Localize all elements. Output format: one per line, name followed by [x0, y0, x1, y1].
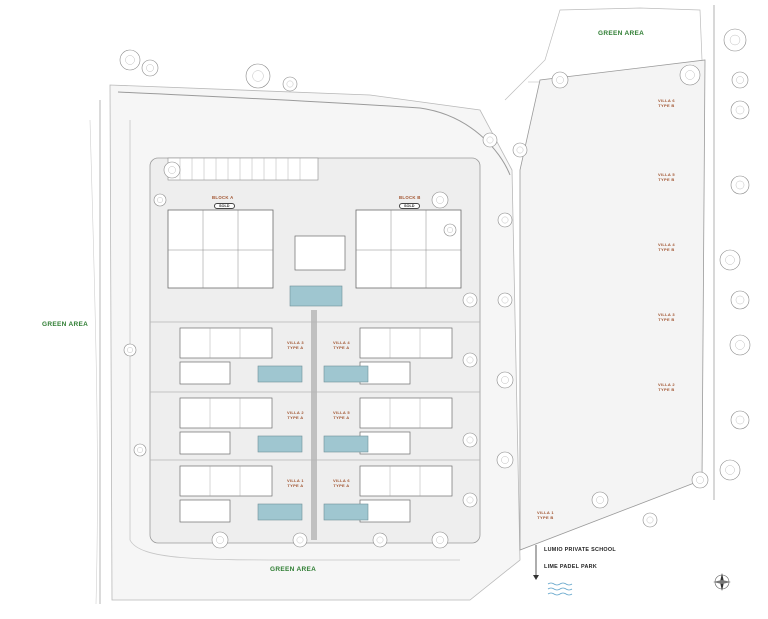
tree-icon [730, 100, 750, 120]
tree-icon [153, 193, 167, 207]
tree-icon [292, 532, 308, 548]
villa-house [150, 391, 480, 455]
tree-icon [431, 191, 449, 209]
tree-icon [282, 76, 298, 92]
villa-pool [257, 435, 303, 453]
tree-icon [497, 212, 513, 228]
tree-icon [731, 71, 749, 89]
villa-pool [323, 503, 369, 521]
tree-icon [496, 371, 514, 389]
villa-house [150, 459, 480, 523]
tree-icon [163, 161, 181, 179]
tree-icon [496, 451, 514, 469]
destination-school-label: LUMIO PRIVATE SCHOOL [544, 547, 616, 553]
tree-icon [372, 532, 388, 548]
block-a-sold-badge: SOLD [214, 203, 235, 209]
tree-icon [719, 249, 741, 271]
tree-icon [691, 471, 709, 489]
villa-pool [257, 365, 303, 383]
tree-icon [723, 28, 747, 52]
east-site-outline [519, 59, 706, 551]
green-area-label-left: GREEN AREA [42, 321, 89, 328]
tree-icon [729, 334, 751, 356]
tree-icon [123, 343, 137, 357]
tree-icon [211, 531, 229, 549]
clubhouse [294, 235, 346, 271]
tree-icon [462, 352, 478, 368]
tree-icon [679, 64, 701, 86]
tree-icon [719, 459, 741, 481]
block-b-label: BLOCK B [399, 195, 421, 200]
destination-park-label: LIME PADEL PARK [544, 564, 598, 570]
tree-icon [462, 492, 478, 508]
tree-icon [497, 292, 513, 308]
tree-icon [119, 49, 141, 71]
communal-pool [289, 285, 343, 307]
parking-lot [167, 157, 319, 181]
block-a [167, 209, 274, 289]
tree-icon [642, 512, 658, 528]
villa-pool [323, 365, 369, 383]
water-waves-icon [547, 582, 573, 596]
tree-icon [462, 432, 478, 448]
tree-icon [551, 71, 569, 89]
tree-icon [133, 443, 147, 457]
tree-icon [730, 175, 750, 195]
green-area-label-top: GREEN AREA [598, 30, 645, 37]
tree-icon [245, 63, 271, 89]
villa-house [150, 391, 480, 455]
green-area-label-bottom: GREEN AREA [270, 566, 317, 573]
tree-icon [462, 292, 478, 308]
tree-icon [512, 142, 528, 158]
tree-icon [482, 132, 498, 148]
tree-icon [431, 531, 449, 549]
tree-icon [730, 410, 750, 430]
villa-house [150, 321, 480, 385]
villa-house [150, 459, 480, 523]
tree-icon [591, 491, 609, 509]
tree-icon [443, 223, 457, 237]
tree-icon [141, 59, 159, 77]
tree-icon [730, 290, 750, 310]
north-arrow-icon [713, 573, 731, 591]
villa-pool [323, 435, 369, 453]
block-b [355, 209, 462, 289]
villa-pool [257, 503, 303, 521]
block-b-sold-badge: SOLD [399, 203, 420, 209]
block-a-label: BLOCK A [212, 195, 234, 200]
